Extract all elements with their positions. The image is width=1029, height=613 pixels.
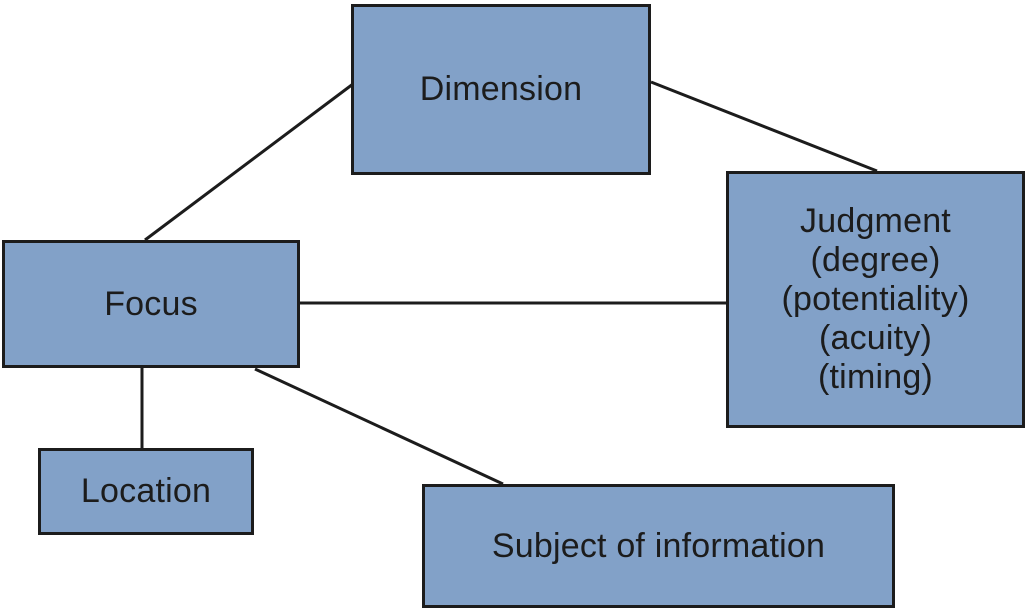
node-judgment-line: (acuity) bbox=[818, 319, 933, 357]
node-judgment-line: (degree) bbox=[810, 241, 941, 279]
node-location: Location bbox=[38, 448, 254, 535]
node-dimension-label: Dimension bbox=[419, 70, 583, 108]
node-judgment-line: (potentiality) bbox=[781, 280, 970, 318]
node-judgment: Judgment (degree) (potentiality) (acuity… bbox=[726, 171, 1025, 428]
edge-dimension-to-judgment bbox=[650, 80, 878, 173]
edge-focus-to-subject_of_information bbox=[254, 367, 504, 486]
node-dimension: Dimension bbox=[351, 4, 651, 175]
node-focus-label: Focus bbox=[104, 284, 198, 323]
node-focus: Focus bbox=[2, 240, 300, 368]
node-subject-of-information: Subject of information bbox=[422, 484, 895, 608]
edge-focus-to-dimension bbox=[144, 82, 354, 242]
node-subject-of-information-label: Subject of information bbox=[491, 526, 826, 565]
node-location-label: Location bbox=[80, 472, 212, 510]
node-judgment-line: Judgment bbox=[800, 202, 951, 240]
node-judgment-line: (timing) bbox=[818, 358, 933, 396]
